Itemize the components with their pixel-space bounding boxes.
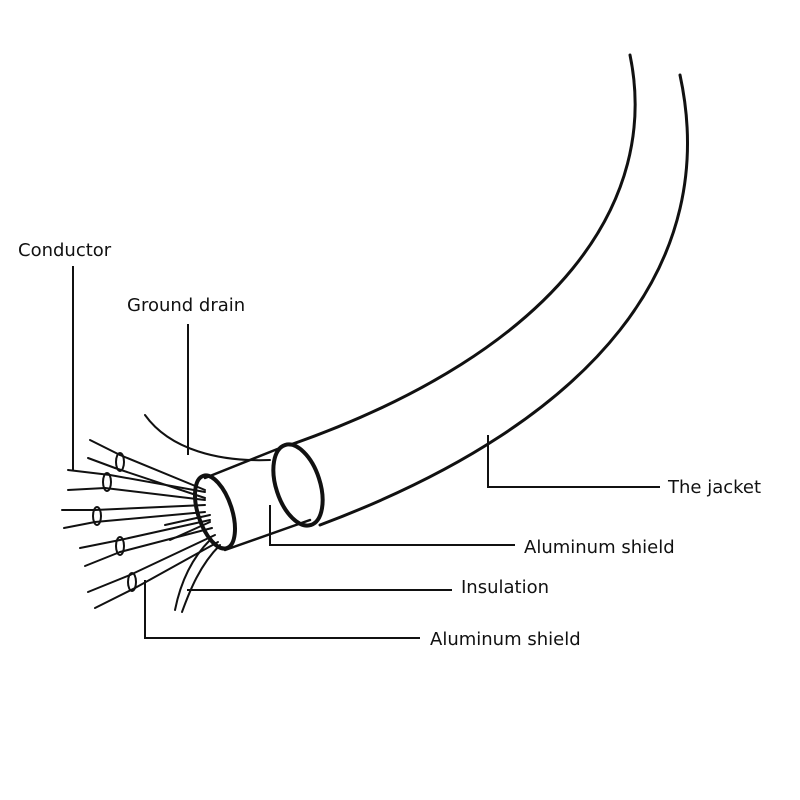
label-aluminum-shield-outer: Aluminum shield [524, 537, 675, 558]
leader-jacket [487, 435, 660, 488]
label-insulation: Insulation [461, 577, 550, 598]
shield-cylinder [203, 446, 312, 552]
ground-drain-wire [144, 414, 271, 462]
leader-aluminum-shield-inner [144, 580, 420, 639]
conductor-pairs [61, 439, 219, 609]
jacket-lower-edge [318, 73, 689, 527]
jacket-upper-edge [288, 53, 637, 447]
label-jacket: The jacket [668, 477, 762, 498]
leader-aluminum-shield-outer [269, 505, 515, 546]
jacket-end [271, 442, 325, 528]
label-conductor: Conductor [18, 240, 112, 261]
leader-lines [72, 266, 660, 639]
label-ground-drain: Ground drain [127, 295, 246, 316]
insulated-wire [174, 539, 221, 613]
label-aluminum-shield-inner: Aluminum shield [430, 629, 581, 650]
